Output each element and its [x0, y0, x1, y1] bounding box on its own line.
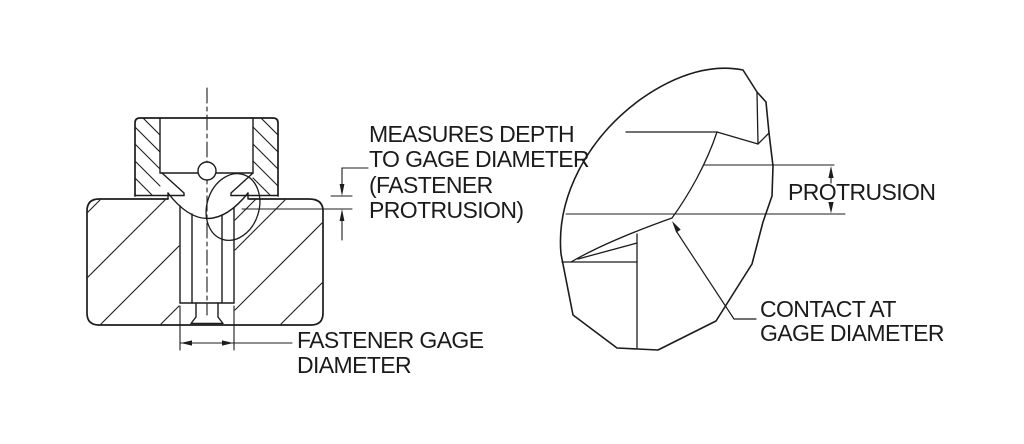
gage-body-block [86, 198, 324, 326]
countersink-arc [167, 192, 249, 219]
contact-line-2: GAGE DIAMETER [760, 319, 945, 346]
contact-line-1: CONTACT AT [760, 296, 896, 322]
measures-depth-line-1: MEASURES DEPTH [369, 121, 575, 147]
fastener-head-3d-view [559, 67, 846, 351]
hatching-right [234, 199, 323, 325]
contact-leader-line [675, 230, 757, 320]
head-facets [561, 91, 770, 349]
contact-at-gage-diameter-label: CONTACT AT GAGE DIAMETER [760, 296, 945, 346]
thread-stub [190, 302, 224, 325]
fastener-gage-line-2: DIAMETER [297, 352, 412, 379]
contact-sliver-line [577, 242, 638, 260]
contact-arc [570, 217, 673, 263]
indicator-ball [197, 161, 217, 181]
depth-dimension [241, 167, 369, 241]
dim-arrow-right [222, 340, 234, 346]
measures-depth-line-3: (FASTENER [369, 171, 493, 198]
hatching-left [87, 199, 180, 325]
dim-arrow-left [180, 340, 192, 346]
side-facet-vertical [756, 91, 759, 145]
down-arrow-head [339, 184, 345, 196]
measures-depth-line-4: PROTRUSION) [369, 196, 524, 223]
gage-anvil-block [134, 117, 279, 197]
up-arrow-head [339, 209, 345, 221]
protrusion-arrow-down [828, 202, 834, 214]
contact-leader-arrow [672, 221, 757, 320]
hatching-anvil-left [134, 117, 161, 196]
cone-ridge-curve [671, 131, 718, 219]
gage-cross-section [86, 87, 369, 351]
protrusion-arrow-up [828, 166, 834, 178]
fastener-gage-diameter-label: FASTENER GAGE DIAMETER [297, 327, 484, 379]
fastener-gage-line-1: FASTENER GAGE [297, 327, 484, 353]
head-outline [559, 67, 774, 351]
measures-depth-line-2: TO GAGE DIAMETER [369, 146, 590, 173]
gage-body-outline [86, 198, 324, 326]
contact-arrow-head [672, 221, 681, 233]
gage-diameter-dimension [179, 305, 293, 351]
protrusion-dimension [565, 164, 846, 215]
side-facet-join [757, 132, 770, 145]
fastener-section [167, 173, 261, 325]
anvil-cone-right [230, 172, 254, 197]
hatching-anvil-right [252, 117, 279, 196]
anvil-outline [134, 117, 279, 197]
measures-depth-label: MEASURES DEPTH TO GAGE DIAMETER (FASTENE… [369, 121, 590, 223]
top-facet-right [716, 131, 759, 145]
anvil-cone-left [161, 172, 185, 197]
protrusion-label: PROTRUSION [788, 179, 936, 205]
